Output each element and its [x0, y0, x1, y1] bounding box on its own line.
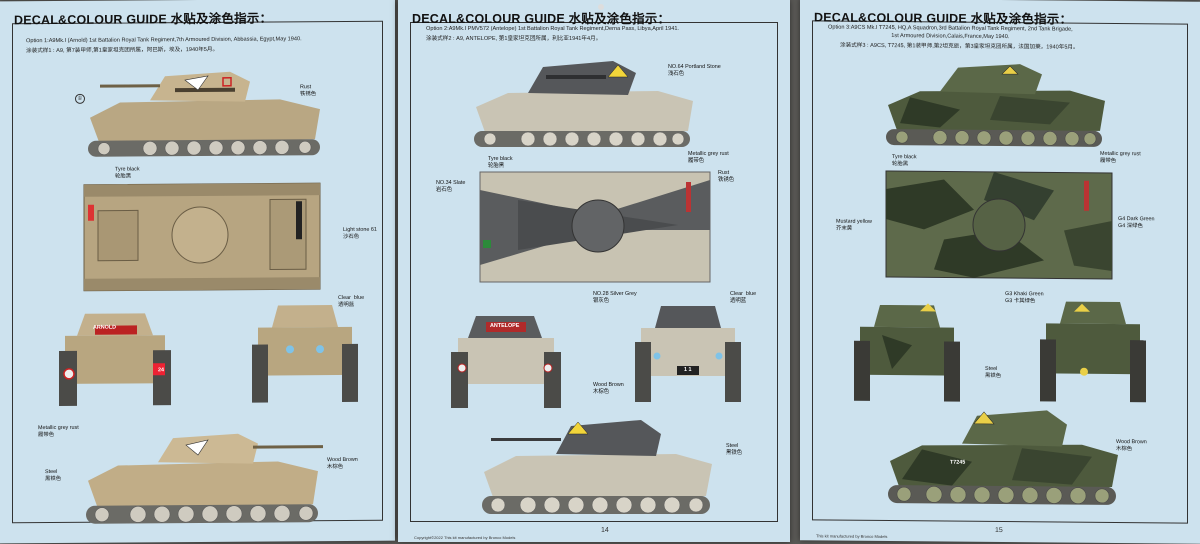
tank-side-view: [474, 61, 693, 147]
tank-top-view: [83, 182, 321, 292]
page-number: 14: [601, 527, 609, 534]
plate-number: 1 1: [684, 367, 692, 373]
label-tyre-black: Tyre black 轮胎黑: [488, 156, 513, 169]
option-caption-en: Option 3:A9CS Mk.I T7245, HQ,A Squadron,…: [828, 24, 1073, 40]
label-rust: Rust 铁锈色: [718, 170, 735, 183]
label-clear-blue: Clear blue 透明蓝: [338, 294, 365, 308]
label-silver-grey: NO.28 Silver Grey 银灰色: [593, 291, 637, 304]
label-steel: Steel 黑铁色: [45, 468, 62, 482]
tank-front-view: [854, 303, 960, 402]
label-metallic-grey-rust: Metallic grey rust 履带色: [688, 151, 729, 164]
option-caption-en: Option 2:A9Mk.I PMV572 (Antelope) 1st Ba…: [426, 26, 679, 32]
tank-front-view: [451, 316, 561, 408]
label-clear-blue: Clear blue 透明蓝: [730, 291, 757, 304]
page-option-3: DECAL&COLOUR GUIDE 水贴及涂色指示： Option 3:A9C…: [800, 0, 1200, 544]
label-mustard-yellow: Mustard yellow 芥末黄: [836, 218, 872, 232]
page-number: 15: [995, 526, 1003, 535]
label-rust: Rust 铁锈色: [300, 84, 317, 98]
label-g4-dark-green: G4 Dark Green G4 深绿色: [1118, 216, 1155, 229]
tank-rear-view: [635, 306, 741, 402]
tank-side-view: [886, 64, 1105, 147]
tank-rear-view: [252, 305, 358, 403]
option-caption-cn: 涂装式样1 : A9, 第7装甲师,第1皇家坦克团所属，阿巴斯，埃及，1940年…: [26, 46, 219, 55]
tank-top-view: [885, 170, 1113, 280]
label-slate: NO.34 Slate 岩石色: [436, 180, 466, 193]
turret-name-antelope: ANTELOPE: [490, 323, 520, 329]
page-title: DECAL&COLOUR GUIDE 水贴及涂色指示：: [14, 11, 273, 28]
page-option-1: DECAL&COLOUR GUIDE 水贴及涂色指示： Option 1:A9M…: [0, 0, 395, 544]
callout-number: ①: [75, 93, 85, 104]
copyright: This kit manufactured by Bronco Models: [816, 533, 888, 540]
label-metallic-grey-rust: Metallic grey rust 履带色: [38, 424, 79, 438]
label-wood-brown: Wood Brown 木棕色: [593, 382, 624, 395]
tank-top-view: [479, 171, 711, 283]
label-tyre-black: Tyre black 轮胎黑: [115, 166, 140, 180]
hull-number: T7245: [950, 459, 966, 466]
label-wood-brown: Wood Brown 木棕色: [327, 456, 358, 470]
option-caption-cn: 涂装式样2 : A9, ANTELOPE, 第1皇家坦克团所属，利比亚1941年…: [426, 36, 602, 42]
turret-name-arnold: ARNOLD: [93, 324, 117, 331]
label-portland-stone: NO.64 Portland Stone 浅石色: [668, 64, 721, 77]
label-steel: Steel 黑铁色: [726, 443, 743, 456]
copyright: Copyright©2022 This kit manufactured by …: [414, 535, 516, 540]
page-frame: [410, 22, 778, 522]
tank-rear-view: [1040, 301, 1146, 403]
page-title: DECAL&COLOUR GUIDE 水贴及涂色指示：: [412, 12, 671, 26]
label-steel: Steel 黑铁色: [985, 365, 1002, 379]
page-option-2: DECAL&COLOUR GUIDE 水贴及涂色指示： Option 2:A9M…: [398, 0, 790, 542]
label-light-stone: Light stone 61 沙石色: [343, 226, 377, 240]
tank-front-view: [59, 313, 171, 406]
tank-side-view-right: [86, 433, 323, 524]
label-metallic-grey-rust: Metallic grey rust 履带色: [1100, 150, 1141, 164]
tank-side-view-right: [482, 420, 712, 514]
binding-ring: [598, 4, 604, 10]
tank-side-view: [88, 71, 320, 157]
plate-number: 24: [158, 367, 164, 374]
label-tyre-black: Tyre black 轮胎黑: [892, 154, 917, 167]
tank-side-view-right: [888, 410, 1118, 505]
label-wood-brown: Wood Brown 木棕色: [1116, 439, 1147, 452]
